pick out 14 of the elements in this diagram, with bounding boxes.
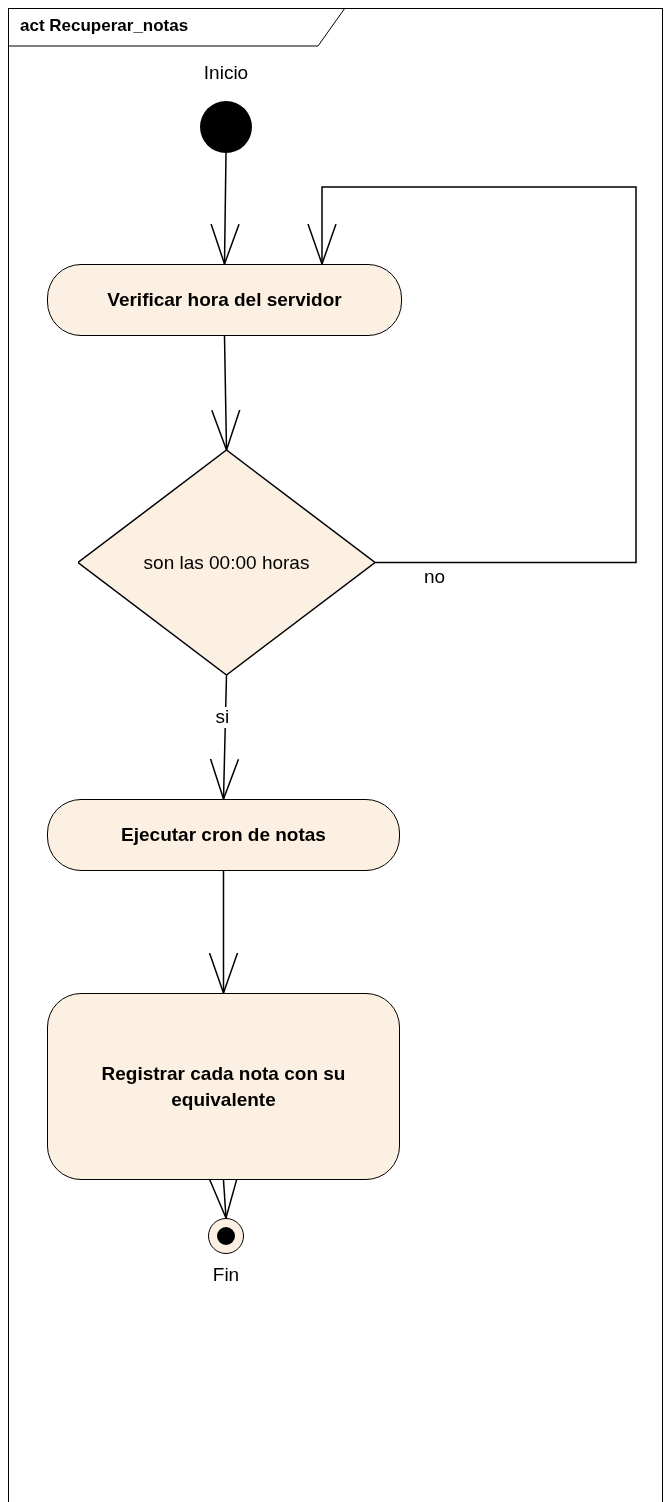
diagram-title: act Recuperar_notas [20, 16, 189, 36]
decision-label: son las 00:00 horas [143, 551, 310, 574]
final-node [208, 1218, 244, 1254]
initial-node [200, 101, 252, 153]
action-box: Registrar cada nota con su equivalente [47, 993, 400, 1180]
node-caption: Inicio [202, 62, 250, 84]
action-box: Ejecutar cron de notas [47, 799, 400, 871]
action-box: Verificar hora del servidor [47, 264, 402, 336]
control-flow-arrow [208, 870, 239, 994]
node-caption: Fin [211, 1264, 241, 1286]
control-flow-arrow [210, 152, 240, 265]
control-flow-arrow [209, 674, 240, 800]
edge-label: si [214, 707, 231, 728]
control-flow-arrow [211, 335, 241, 451]
